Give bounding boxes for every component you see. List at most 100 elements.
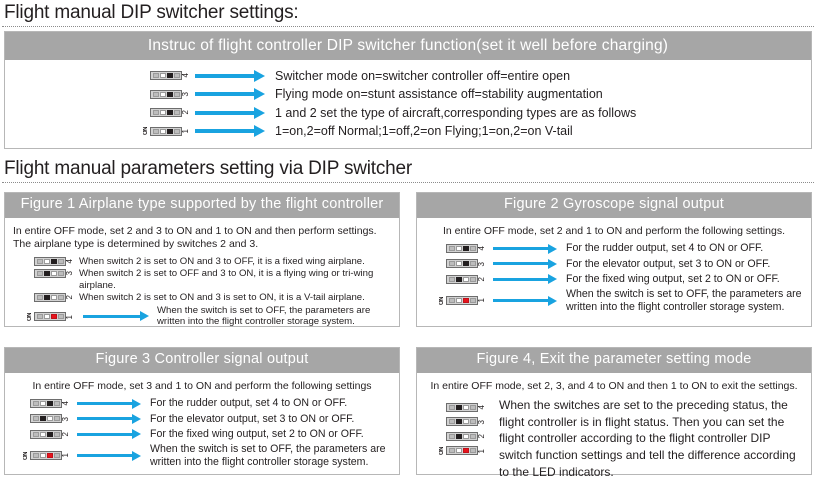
dip-switch-group[interactable]: ON4 <box>143 71 191 81</box>
dip-switch-cell[interactable] <box>43 258 50 264</box>
dip-switch-cell[interactable] <box>469 276 476 282</box>
dip-switch-cell[interactable] <box>57 258 64 264</box>
dip-switch-cell[interactable] <box>39 416 46 422</box>
dip-switch-cell[interactable] <box>36 258 43 264</box>
dip-switch-group[interactable]: ON2 <box>143 108 191 118</box>
dip-switch-cell[interactable] <box>469 448 476 454</box>
dip-switch-cell[interactable] <box>462 276 469 282</box>
dip-switch-icon[interactable] <box>446 402 478 412</box>
dip-switch-cell[interactable] <box>455 246 462 252</box>
dip-switch-cell[interactable] <box>152 128 159 134</box>
dip-switch-cell[interactable] <box>166 73 173 79</box>
dip-switch-icon[interactable] <box>446 446 478 456</box>
dip-switch-cell[interactable] <box>36 294 43 300</box>
dip-switch-cell[interactable] <box>50 314 57 320</box>
dip-switch-group[interactable]: ON4 <box>27 256 75 266</box>
dip-switch-cell[interactable] <box>448 298 455 304</box>
dip-switch-cell[interactable] <box>32 431 39 437</box>
dip-switch-group[interactable]: ON2 <box>23 429 71 439</box>
dip-switch-group[interactable]: ON4 <box>439 402 487 412</box>
dip-switch-cell[interactable] <box>455 448 462 454</box>
dip-switch-icon[interactable] <box>34 256 66 266</box>
dip-switch-icon[interactable] <box>30 451 62 461</box>
dip-switch-icon[interactable] <box>446 259 478 269</box>
dip-switch-cell[interactable] <box>57 271 64 277</box>
dip-switch-cell[interactable] <box>462 298 469 304</box>
dip-switch-cell[interactable] <box>448 404 455 410</box>
dip-switch-cell[interactable] <box>46 431 53 437</box>
dip-switch-cell[interactable] <box>462 433 469 439</box>
dip-switch-cell[interactable] <box>462 246 469 252</box>
dip-switch-cell[interactable] <box>448 276 455 282</box>
dip-switch-cell[interactable] <box>448 433 455 439</box>
dip-switch-group[interactable]: ON3 <box>439 259 487 269</box>
dip-switch-cell[interactable] <box>455 404 462 410</box>
dip-switch-cell[interactable] <box>166 91 173 97</box>
dip-switch-cell[interactable] <box>152 91 159 97</box>
dip-switch-cell[interactable] <box>159 128 166 134</box>
dip-switch-icon[interactable] <box>34 312 66 322</box>
dip-switch-cell[interactable] <box>469 246 476 252</box>
dip-switch-cell[interactable] <box>39 431 46 437</box>
dip-switch-group[interactable]: ON3 <box>143 89 191 99</box>
dip-switch-cell[interactable] <box>469 298 476 304</box>
dip-switch-cell[interactable] <box>43 314 50 320</box>
dip-switch-cell[interactable] <box>173 73 180 79</box>
dip-switch-icon[interactable] <box>30 399 62 409</box>
dip-switch-icon[interactable] <box>30 414 62 424</box>
dip-switch-cell[interactable] <box>159 91 166 97</box>
dip-switch-cell[interactable] <box>448 246 455 252</box>
dip-switch-icon[interactable] <box>446 244 478 254</box>
dip-switch-icon[interactable] <box>446 274 478 284</box>
dip-switch-icon[interactable] <box>34 292 66 302</box>
dip-switch-cell[interactable] <box>462 261 469 267</box>
dip-switch-icon[interactable] <box>150 108 182 118</box>
dip-switch-cell[interactable] <box>173 91 180 97</box>
dip-switch-group[interactable]: ON3 <box>23 414 71 424</box>
dip-switch-cell[interactable] <box>50 271 57 277</box>
dip-switch-cell[interactable] <box>462 404 469 410</box>
dip-switch-cell[interactable] <box>469 404 476 410</box>
dip-switch-cell[interactable] <box>166 128 173 134</box>
dip-switch-cell[interactable] <box>469 433 476 439</box>
dip-switch-cell[interactable] <box>448 448 455 454</box>
dip-switch-cell[interactable] <box>53 453 60 459</box>
dip-switch-cell[interactable] <box>469 419 476 425</box>
dip-switch-icon[interactable] <box>446 296 478 306</box>
dip-switch-icon[interactable] <box>446 431 478 441</box>
dip-switch-cell[interactable] <box>57 294 64 300</box>
dip-switch-cell[interactable] <box>46 401 53 407</box>
dip-switch-cell[interactable] <box>455 276 462 282</box>
dip-switch-cell[interactable] <box>166 110 173 116</box>
dip-switch-cell[interactable] <box>462 419 469 425</box>
dip-switch-icon[interactable] <box>30 429 62 439</box>
dip-switch-cell[interactable] <box>36 314 43 320</box>
dip-switch-cell[interactable] <box>43 271 50 277</box>
dip-switch-group[interactable]: ON2 <box>27 292 75 302</box>
dip-switch-cell[interactable] <box>173 128 180 134</box>
dip-switch-cell[interactable] <box>46 416 53 422</box>
dip-switch-cell[interactable] <box>469 261 476 267</box>
dip-switch-icon[interactable] <box>150 126 182 136</box>
dip-switch-cell[interactable] <box>39 453 46 459</box>
dip-switch-group[interactable]: ON2 <box>439 274 487 284</box>
dip-switch-group[interactable]: ON3 <box>27 269 75 279</box>
dip-switch-group[interactable]: ON2 <box>439 431 487 441</box>
dip-switch-icon[interactable] <box>150 71 182 81</box>
dip-switch-cell[interactable] <box>36 271 43 277</box>
dip-switch-icon[interactable] <box>150 89 182 99</box>
dip-switch-icon[interactable] <box>34 269 66 279</box>
dip-switch-group[interactable]: ON3 <box>439 417 487 427</box>
dip-switch-cell[interactable] <box>50 258 57 264</box>
dip-switch-cell[interactable] <box>32 401 39 407</box>
dip-switch-cell[interactable] <box>455 419 462 425</box>
dip-switch-cell[interactable] <box>462 448 469 454</box>
dip-switch-cell[interactable] <box>159 73 166 79</box>
dip-switch-cell[interactable] <box>53 416 60 422</box>
dip-switch-cell[interactable] <box>173 110 180 116</box>
dip-switch-cell[interactable] <box>448 419 455 425</box>
